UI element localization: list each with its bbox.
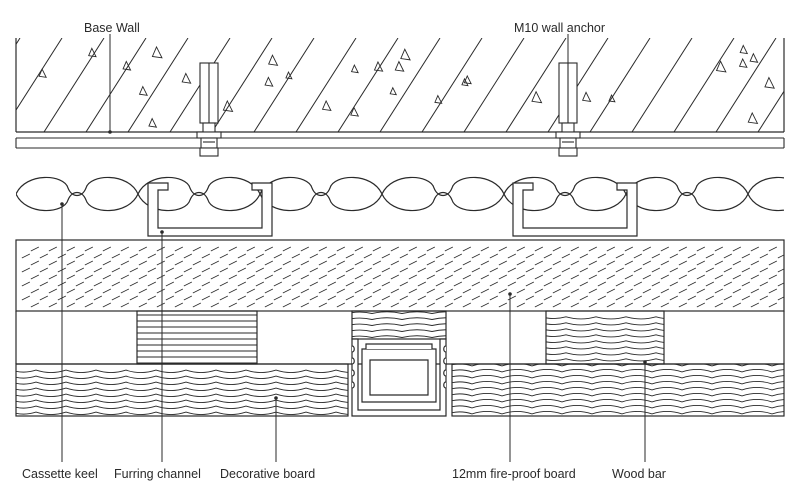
decorative-board-row [15,363,785,417]
wall-anchor-right [555,62,581,157]
fireproof-board [15,239,785,312]
label-furring-channel: Furring channel [114,467,201,481]
label-cassette-keel: Cassette keel [22,467,98,481]
wall-anchor-left [196,62,222,157]
fireproof-board-texture [21,246,784,308]
wood-bar-grain [352,311,446,338]
aluminium-connector [351,338,447,417]
label-base-wall: Base Wall [84,21,140,35]
decorative-board-grain [16,369,348,415]
wall-aggregate [38,44,775,128]
wall-hatch [16,38,784,132]
label-wood-bar: Wood bar [612,467,666,481]
leader-lines [61,34,646,462]
label-decorative-board: Decorative board [220,467,315,481]
cassette-keel [16,176,784,212]
wood-bar-grain [546,316,664,362]
leader-dots [60,130,647,400]
label-fireproof-board: 12mm fire-proof board [452,467,576,481]
wood-bar-grain [137,314,257,364]
base-wall [15,38,785,149]
decorative-board-grain [452,364,784,415]
furring-channel-left [147,182,273,237]
furring-channel-right [512,182,638,237]
label-wall-anchor: M10 wall anchor [514,21,605,35]
